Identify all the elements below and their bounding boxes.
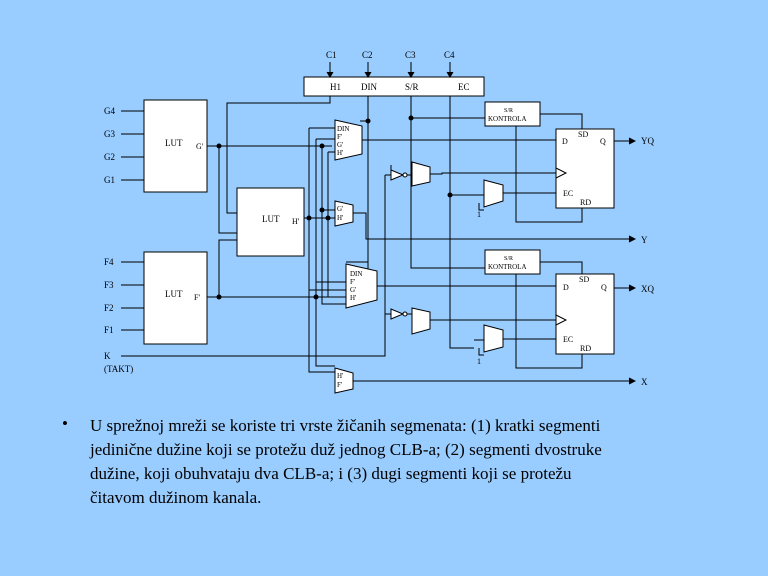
const-one-upper: 1 [477, 210, 481, 219]
mux2-input-g: G' [337, 205, 343, 213]
lut-h: LUT H' [236, 187, 305, 257]
input-g3: G3 [104, 129, 115, 139]
sr1-bottom: KONTROLA [488, 115, 527, 123]
sr-control-lower: S/R KONTROLA [484, 249, 583, 369]
lut-f-output: F' [194, 293, 200, 302]
bullet-line-2: jedinične dužine koji se protežu duž jed… [90, 440, 602, 459]
output-yq: YQ [641, 136, 654, 146]
input-g1: G1 [104, 175, 115, 185]
mux1-input-f: F' [337, 133, 342, 141]
sr-control-upper: S/R KONTROLA [484, 101, 583, 223]
lut-g-label: LUT [165, 138, 183, 148]
mux4-input-f: F' [337, 381, 342, 389]
ec-mux-lower: 1 [474, 324, 556, 366]
output-x: X [641, 377, 648, 387]
lut-f: LUT F' [143, 251, 208, 345]
control-inputs-block: C1 C2 C3 C4 H1 DIN S/R EC [303, 50, 485, 97]
ff2-rd: RD [580, 344, 591, 353]
ff2-ec: EC [563, 335, 573, 344]
top-input-c1: C1 [326, 50, 337, 60]
sr1-top: S/R [504, 108, 513, 114]
sr2-top: S/R [504, 256, 513, 262]
ff2-q: Q [601, 283, 607, 292]
bullet-symbol: • [62, 414, 68, 433]
input-f3: F3 [104, 280, 114, 290]
mux-3: DIN F' G' H' [345, 263, 378, 309]
mux3-input-f: F' [350, 278, 355, 286]
output-y: Y [641, 235, 648, 245]
control-label-sr: S/R [405, 82, 419, 92]
mux4-input-h: H' [337, 372, 343, 380]
g-inputs: G4 G3 G2 G1 [104, 106, 144, 185]
mux3-input-din: DIN [350, 270, 362, 278]
mux3-input-h: H' [350, 294, 356, 302]
ff1-sd: SD [578, 130, 588, 139]
bullet-line-3: dužine, koji obuhvataju dva CLB-a; i (3)… [90, 464, 572, 483]
input-f4: F4 [104, 257, 114, 267]
ff1-ec: EC [563, 189, 573, 198]
flip-flop-upper: SD D Q EC RD [555, 128, 615, 209]
mux1-input-g: G' [337, 141, 343, 149]
clock-wire [121, 174, 391, 357]
ff1-d: D [562, 137, 568, 146]
flip-flop-lower: SD D Q EC RD [555, 273, 615, 355]
ec-mux-upper: 1 [474, 179, 556, 219]
input-g4: G4 [104, 106, 115, 116]
bullet-line-1: U sprežnoj mreži se koriste tri vrste ži… [90, 416, 601, 435]
mux-4: H' F' [334, 367, 354, 394]
clock-label: K [104, 351, 111, 361]
control-label-din: DIN [361, 82, 377, 92]
ff2-d: D [563, 283, 569, 292]
output-xq: XQ [641, 284, 654, 294]
mux1-input-din: DIN [337, 125, 349, 133]
input-f1: F1 [104, 325, 114, 335]
lut-f-label: LUT [165, 289, 183, 299]
bullet-paragraph: • U sprežnoj mreži se koriste tri vrste … [62, 414, 722, 510]
ff1-q: Q [600, 137, 606, 146]
clock-inverter-upper [390, 161, 556, 187]
lut-h-label: LUT [262, 214, 280, 224]
input-f2: F2 [104, 303, 114, 313]
mux3-input-g: G' [350, 286, 356, 294]
lut-h-output: H' [292, 217, 300, 226]
control-label-ec: EC [458, 82, 470, 92]
mux-2: G' H' [334, 200, 354, 227]
control-label-h1: H1 [330, 82, 341, 92]
input-g2: G2 [104, 152, 115, 162]
ff1-rd: RD [580, 198, 591, 207]
lut-g-output: G' [196, 142, 204, 151]
sr2-bottom: KONTROLA [488, 263, 527, 271]
ff2-sd: SD [579, 275, 589, 284]
top-input-c4: C4 [444, 50, 455, 60]
clock-inverter-lower [390, 307, 556, 335]
clb-schematic: C1 C2 C3 C4 H1 DIN S/R EC G4 G3 G2 G1 F4… [104, 50, 654, 394]
top-input-c2: C2 [362, 50, 373, 60]
top-input-c3: C3 [405, 50, 416, 60]
lut-g: LUT G' [143, 99, 208, 193]
f-inputs: F4 F3 F2 F1 [104, 257, 144, 335]
mux1-input-h: H' [337, 149, 343, 157]
clock-sublabel: (TAKT) [104, 364, 133, 374]
const-one-lower: 1 [477, 357, 481, 366]
internal-wiring [207, 96, 485, 373]
mux2-input-h: H' [337, 214, 343, 222]
bullet-line-4: čitavom dužinom kanala. [90, 488, 262, 507]
mux-1: DIN F' G' H' [334, 119, 363, 161]
